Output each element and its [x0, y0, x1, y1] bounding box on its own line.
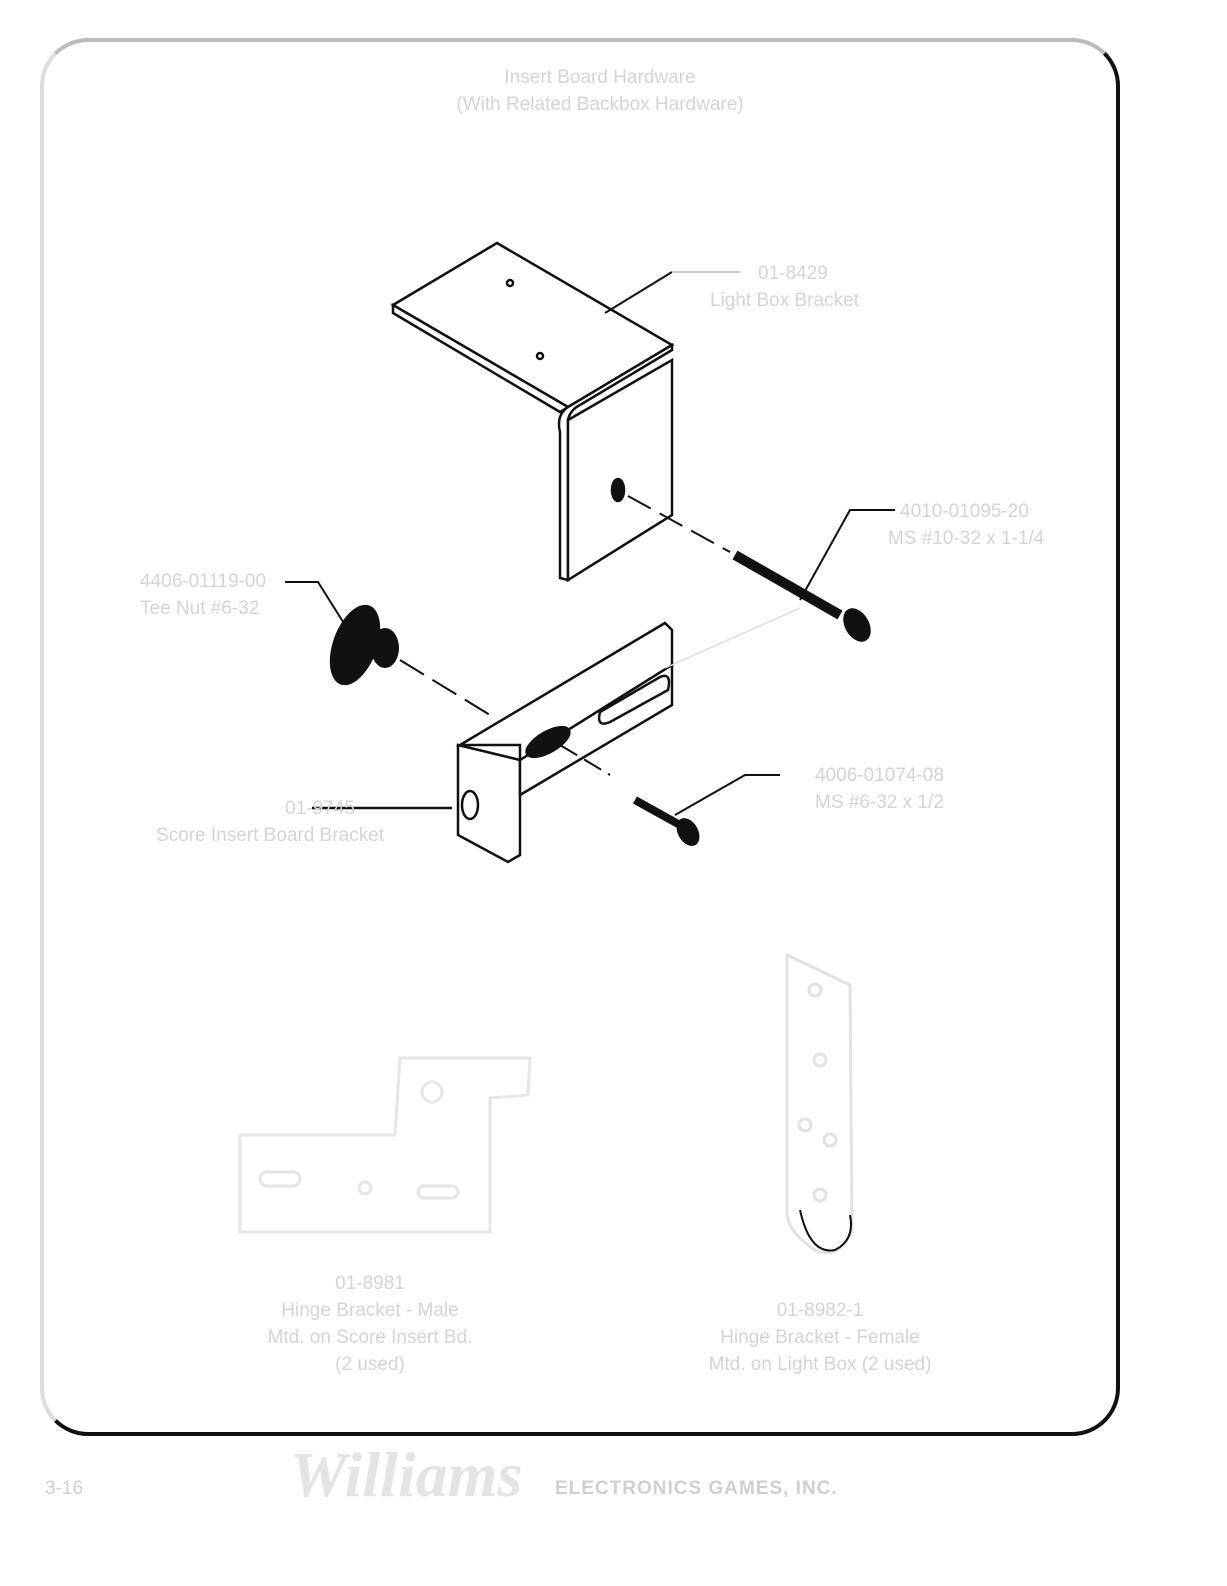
- part-name: MS #10-32 x 1-1/4: [888, 528, 1045, 549]
- callout-hinge-female: 01-8982-1 Hinge Bracket - Female Mtd. on…: [680, 1297, 960, 1378]
- light-box-bracket-drawing: [390, 241, 675, 583]
- part-name: Score Insert Board Bracket: [155, 825, 385, 846]
- part-number: 01-9745: [285, 798, 355, 819]
- part-name: Tee Nut #6-32: [140, 598, 260, 619]
- part-qty: (2 used): [335, 1354, 405, 1375]
- part-name: Light Box Bracket: [710, 290, 859, 311]
- callout-light-box-bracket: 01-8429 Light Box Bracket: [710, 260, 859, 314]
- part-number: 4010-01095-20: [900, 501, 1029, 522]
- hinge-male-drawing: [238, 1056, 532, 1234]
- callout-hinge-male: 01-8981 Hinge Bracket - Male Mtd. on Sco…: [230, 1270, 510, 1378]
- figure-title: Insert Board Hardware (With Related Back…: [400, 64, 800, 118]
- part-number: 4006-01074-08: [815, 765, 944, 786]
- part-number: 01-8429: [758, 263, 828, 284]
- callout-long-screw: 4010-01095-20 MS #10-32 x 1-1/4: [888, 498, 1044, 552]
- part-number: 4406-01119-00: [140, 571, 267, 592]
- callout-short-screw: 4006-01074-08 MS #6-32 x 1/2: [815, 762, 944, 816]
- part-number: 01-8982-1: [776, 1300, 864, 1321]
- part-name: Hinge Bracket - Male: [281, 1300, 459, 1321]
- company-name: ELECTRONICS GAMES, INC.: [555, 1478, 838, 1499]
- callout-insert-board-bracket: 01-9745 Score Insert Board Bracket: [140, 795, 400, 849]
- title-line-2: (With Related Backbox Hardware): [456, 94, 744, 115]
- tee-nut-drawing: [329, 604, 491, 716]
- williams-logo: Williams: [290, 1439, 523, 1510]
- insert-board-bracket-drawing: [455, 621, 674, 864]
- page-number: 3-16: [45, 1478, 84, 1499]
- long-screw-drawing: [627, 495, 871, 642]
- hinge-female-drawing: [785, 952, 854, 1254]
- part-name: Hinge Bracket - Female: [720, 1327, 920, 1348]
- short-screw-drawing: [559, 744, 700, 846]
- part-mount: Mtd. on Light Box (2 used): [708, 1354, 932, 1375]
- part-mount: Mtd. on Score Insert Bd.: [267, 1327, 473, 1348]
- callout-tee-nut: 4406-01119-00 Tee Nut #6-32: [140, 568, 266, 622]
- part-number: 01-8981: [335, 1273, 405, 1294]
- page-border: [40, 38, 1120, 1436]
- part-name: MS #6-32 x 1/2: [815, 792, 944, 813]
- title-line-1: Insert Board Hardware: [504, 67, 696, 88]
